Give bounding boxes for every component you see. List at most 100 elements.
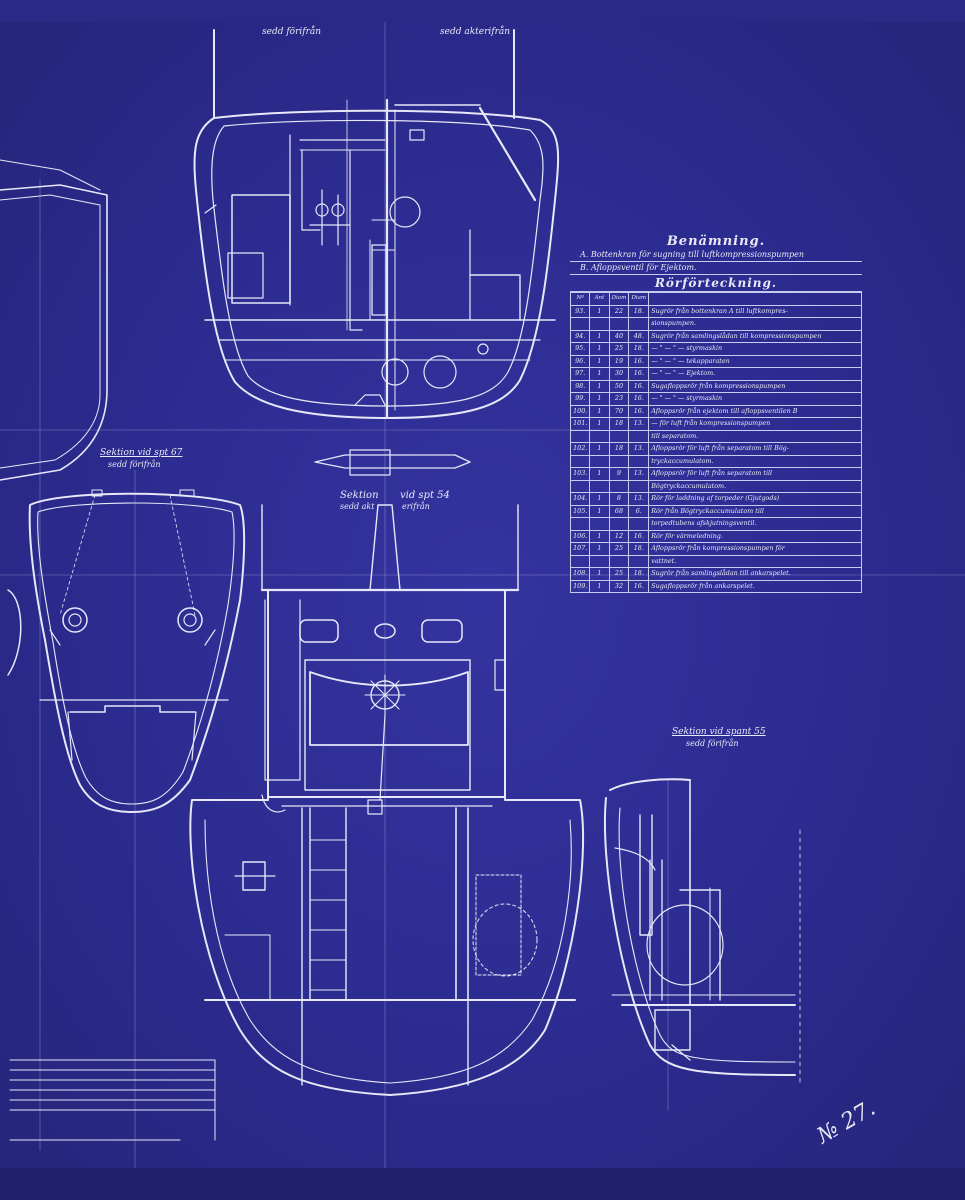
pipe-desc-cell: Afloppsrör för luft från separatom till …: [648, 442, 862, 456]
pipe-diam1-cell: 12: [608, 529, 630, 543]
pipe-no-cell: 106.: [569, 529, 591, 543]
legend-item-a: A. Bottenkran för sugning till luftkompr…: [570, 249, 862, 262]
pipe-desc-cell: — " — " — tekapparaten: [648, 354, 862, 368]
pipe-diam1-cell: 18: [608, 442, 630, 456]
pipe-diam1-cell: 70: [608, 404, 630, 418]
pipe-diam1-cell: 18: [608, 417, 630, 431]
pipe-desc-cell: Bögtryckaccumulatom.: [648, 479, 862, 493]
pipe-desc-cell: torpedtubens afskjutningsventil.: [648, 517, 862, 531]
margin-stamp: [945, 100, 961, 300]
pipe-desc-cell: — " — " — Ejektom.: [648, 367, 862, 381]
pipe-diam2-cell: 13.: [628, 417, 650, 431]
pipe-no-cell: [569, 429, 591, 443]
pipe-diam2-cell: 16.: [628, 392, 650, 406]
legend-item-a-text: Bottenkran för sugning till luftkompress…: [590, 250, 805, 259]
pipe-desc-cell: Afloppsrör från ejektom till afloppsvent…: [648, 404, 862, 418]
pipe-ant-cell: 1: [589, 504, 610, 518]
pipe-ant-cell: [589, 517, 610, 531]
pipe-no-cell: 109.: [569, 579, 591, 593]
top-section: [0, 29, 560, 481]
pipe-desc-cell: Sugafloppsrör från ankarspelet.: [648, 579, 862, 593]
table-row: till separatom.: [569, 429, 862, 443]
section-55: [603, 778, 801, 1086]
pipe-ant-cell: 1: [589, 579, 610, 593]
pipe-no-cell: 99.: [569, 392, 591, 406]
pipe-table-header-no: Nº: [569, 292, 591, 306]
pipe-no-cell: 97.: [569, 367, 591, 381]
pipe-ant-cell: 1: [589, 379, 610, 393]
pipe-ant-cell: 1: [589, 342, 610, 356]
section-54-title: Sektion: [340, 490, 379, 501]
section-54-frame: vid spt 54: [400, 490, 450, 501]
table-row: vattnet.: [569, 554, 862, 568]
pipe-ant-cell: 1: [589, 467, 610, 481]
pipe-diam1-cell: 8: [608, 492, 630, 506]
pipe-no-cell: [569, 554, 591, 568]
pipe-desc-cell: Rör från Bögtryckaccumulatom till: [648, 504, 862, 518]
pipe-diam1-cell: 23: [608, 392, 630, 406]
scale-bar: [9, 1059, 216, 1141]
table-row: torpedtubens afskjutningsventil.: [569, 517, 862, 531]
pipe-no-cell: 95.: [569, 342, 591, 356]
pipe-diam1-cell: 30: [608, 367, 630, 381]
pipe-desc-cell: sionspumpen.: [648, 317, 862, 331]
pipe-desc-cell: vattnet.: [648, 554, 862, 568]
pipe-desc-cell: Rör för värmeledning.: [648, 529, 862, 543]
pipe-diam2-cell: 18.: [628, 304, 650, 318]
section-67-title: Sektion vid spt 67: [100, 448, 183, 458]
pipe-table-header-row: Nº Ant Diam Diam: [569, 292, 862, 306]
pipe-diam2-cell: 16.: [628, 354, 650, 368]
table-row: sionspumpen.: [569, 317, 862, 331]
pipe-no-cell: [569, 454, 591, 468]
pipe-ant-cell: 1: [589, 304, 610, 318]
pipe-desc-cell: Afloppsrör från kompressionspumpen för: [648, 542, 862, 556]
pipe-desc-cell: Sugrör från bottenkran A till luftkompre…: [648, 304, 862, 318]
pipe-ant-cell: 1: [589, 354, 610, 368]
pipe-diam2-cell: [628, 517, 650, 531]
legend-item-a-key: A.: [580, 250, 589, 259]
pipe-diam1-cell: 68: [608, 504, 630, 518]
pipe-no-cell: [569, 317, 591, 331]
pipe-diam2-cell: [628, 429, 650, 443]
top-view-right-label: sedd akterifrån: [440, 27, 511, 37]
pipe-ant-cell: 1: [589, 542, 610, 556]
pipe-ant-cell: 1: [589, 567, 610, 581]
section-55-title: Sektion vid spant 55: [672, 727, 766, 737]
pipe-no-cell: 103.: [569, 467, 591, 481]
pipe-ant-cell: 1: [589, 442, 610, 456]
pipe-no-cell: 93.: [569, 304, 591, 318]
pipe-desc-cell: Sugrör från samlingslådan till kompressi…: [648, 329, 862, 343]
pipe-desc-cell: Rör för laddning af torpeder (Gjutgods): [648, 492, 862, 506]
pipe-table-title: Rörförteckning.: [570, 275, 862, 292]
pipe-diam1-cell: 22: [608, 304, 630, 318]
legend-title: Benämning.: [666, 234, 766, 249]
legend-item-b-key: B.: [580, 263, 589, 272]
pipe-ant-cell: [589, 429, 610, 443]
legend-item-b: B. Afloppsventil för Ejektom.: [570, 262, 862, 275]
pipe-table-header-diam2: Diam: [628, 292, 650, 306]
pipe-diam1-cell: [608, 517, 630, 531]
pipe-diam2-cell: 18.: [628, 567, 650, 581]
section-54: [189, 449, 585, 1096]
pipe-diam2-cell: 18.: [628, 342, 650, 356]
pipe-no-cell: 104.: [569, 492, 591, 506]
pipe-ant-cell: 1: [589, 367, 610, 381]
pipe-diam2-cell: 13.: [628, 492, 650, 506]
pipe-diam2-cell: 18.: [628, 542, 650, 556]
pipe-desc-cell: — " — " — styrmaskin: [648, 392, 862, 406]
pipe-diam2-cell: 13.: [628, 442, 650, 456]
pipe-table-header-diam1: Diam: [608, 292, 630, 306]
pipe-no-cell: 105.: [569, 504, 591, 518]
pipe-diam1-cell: 25: [608, 342, 630, 356]
